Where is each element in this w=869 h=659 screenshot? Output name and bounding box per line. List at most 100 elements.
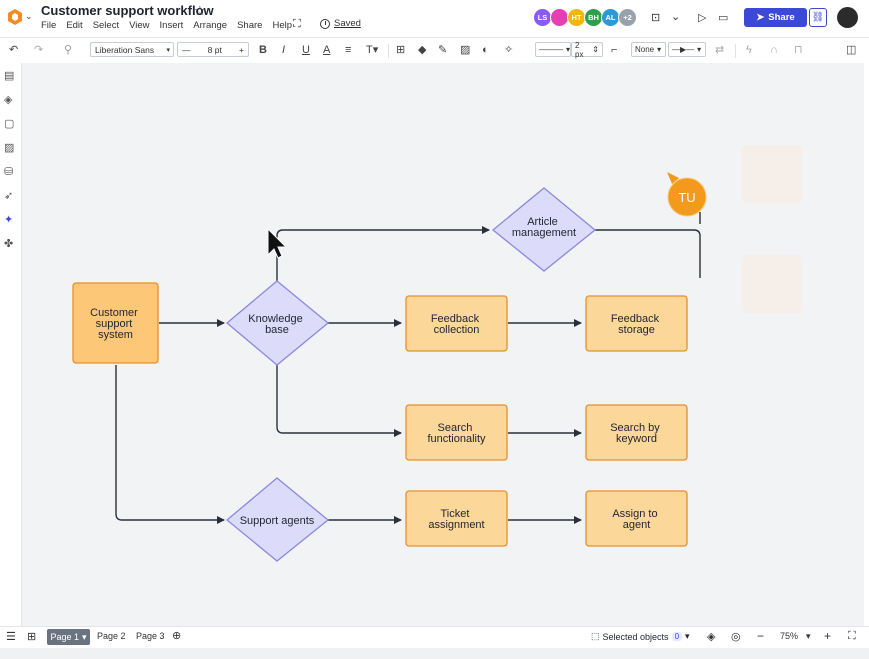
node-knowledge-base[interactable]: Knowledge base <box>225 280 330 366</box>
node-label: Article management <box>512 216 576 239</box>
present-icon[interactable]: ▷ <box>698 12 707 24</box>
format-toolbar: ↶ ↷ ⚲ Liberation Sans ▾ — 8 pt + B I U A… <box>0 37 869 64</box>
arrow-start-select[interactable]: None▾ <box>631 42 666 57</box>
node-search-by-keyword[interactable]: Search by keyword <box>585 404 688 461</box>
diagram-canvas[interactable]: Customer support system Knowledge base A… <box>22 63 864 626</box>
zoom-out-icon[interactable]: − <box>757 629 765 643</box>
menu-help[interactable]: Help <box>272 20 292 31</box>
font-size-stepper[interactable]: — 8 pt + <box>177 42 249 57</box>
node-label-line: base <box>265 324 289 336</box>
connector[interactable] <box>115 365 225 524</box>
comment-icon[interactable]: ⊡ <box>651 12 661 24</box>
line-color-icon[interactable]: ✎ <box>438 44 448 56</box>
chevron-down-icon[interactable]: ⌄ <box>25 11 33 21</box>
node-search-functionality[interactable]: Search functionality <box>405 404 508 461</box>
zoom-level[interactable]: 75% <box>780 631 799 641</box>
image-icon[interactable]: ▨ <box>460 44 471 56</box>
app-logo-icon[interactable] <box>8 9 22 25</box>
node-assign-to-agent[interactable]: Assign to agent <box>585 490 688 547</box>
scrollbar[interactable] <box>864 63 869 626</box>
node-article-management[interactable]: Article management <box>491 187 597 272</box>
underline-icon[interactable]: U <box>302 44 310 56</box>
undo-icon[interactable]: ↶ <box>9 44 19 56</box>
minus-icon[interactable]: — <box>182 44 191 55</box>
layers-icon[interactable]: ◈ <box>707 631 716 643</box>
more-collaborators-badge[interactable]: +2 <box>618 8 637 27</box>
border-icon[interactable]: ⊞ <box>396 44 406 56</box>
connector[interactable] <box>276 226 490 281</box>
shapes-icon[interactable]: ◈ <box>4 94 13 106</box>
tab-page-3[interactable]: Page 3 <box>136 631 165 641</box>
connector-style-icon[interactable]: ⌐ <box>611 44 618 56</box>
chevron-down-icon: ▾ <box>566 45 571 54</box>
redo-icon[interactable]: ↷ <box>34 44 44 56</box>
line-width-stepper[interactable]: 2 px⇕ <box>571 41 603 59</box>
effects-icon[interactable]: ✧ <box>504 44 514 56</box>
magnet-icon[interactable]: ∩ <box>770 44 778 56</box>
bold-icon[interactable]: B <box>259 44 267 56</box>
list-view-icon[interactable]: ☰ <box>6 631 16 643</box>
arrow-end-select[interactable]: —▶—▾ <box>668 42 706 57</box>
swap-icon[interactable]: ⇄ <box>715 44 725 56</box>
text-color-icon[interactable]: A <box>323 44 331 56</box>
node-label-line: Search by <box>610 422 660 434</box>
menu-share[interactable]: Share <box>237 20 263 31</box>
lock-icon[interactable]: ⊓ <box>794 44 803 56</box>
node-customer-support-system[interactable]: Customer support system <box>72 282 159 364</box>
share-button[interactable]: ➤ Share <box>744 8 807 27</box>
line-style-select[interactable]: ———▾ <box>535 42 571 57</box>
window-bottom-edge <box>0 648 869 659</box>
plugins-icon[interactable]: ✤ <box>4 238 14 250</box>
connector[interactable] <box>595 229 701 278</box>
node-label-line: collection <box>434 324 480 336</box>
node-feedback-collection[interactable]: Feedback collection <box>405 295 508 352</box>
align-icon[interactable]: ≡ <box>345 44 352 56</box>
user-avatar[interactable] <box>837 7 858 28</box>
fill-color-icon[interactable]: ◆ <box>418 44 427 56</box>
add-page-icon[interactable]: ⊕ <box>172 630 182 642</box>
format-painter-icon[interactable]: ⚲ <box>64 44 73 56</box>
node-support-agents[interactable]: Support agents <box>225 477 330 562</box>
document-title[interactable]: Customer support workflow <box>41 3 214 18</box>
node-ticket-assignment[interactable]: Ticket assignment <box>405 490 508 547</box>
image-icon[interactable]: ▨ <box>4 142 15 154</box>
menu-view[interactable]: View <box>129 20 150 31</box>
selected-objects[interactable]: ⬚ Selected objects 0 ▾ <box>591 631 690 642</box>
copy-link-button[interactable]: ⛓ <box>809 8 827 27</box>
data-icon[interactable]: ⛁ <box>4 166 14 178</box>
avatar[interactable]: AL <box>601 8 620 27</box>
menu-file[interactable]: File <box>41 20 57 31</box>
templates-icon[interactable]: ▤ <box>4 70 15 82</box>
menu-edit[interactable]: Edit <box>66 20 83 31</box>
cursor-avatar <box>667 177 707 217</box>
zoom-in-icon[interactable]: + <box>824 629 832 643</box>
video-icon[interactable]: ▭ <box>718 12 729 24</box>
node-feedback-storage[interactable]: Feedback storage <box>585 295 688 352</box>
lightning-icon[interactable]: ϟ <box>746 44 752 56</box>
ai-sparkle-icon[interactable]: ✦ <box>4 214 14 226</box>
text-options-icon[interactable]: T▾ <box>366 44 379 56</box>
rocket-icon[interactable]: ➶ <box>4 190 14 202</box>
binoculars-icon[interactable]: ⛶ <box>293 18 301 30</box>
star-icon[interactable]: ☆ <box>194 3 206 18</box>
grid-view-icon[interactable]: ⊞ <box>27 631 37 643</box>
opacity-icon[interactable]: ◐ <box>482 44 489 56</box>
menu-select[interactable]: Select <box>92 20 120 31</box>
node-label-line: support <box>96 318 133 330</box>
panel-toggle-icon[interactable]: ◫ <box>846 44 857 56</box>
navigate-icon[interactable]: ◎ <box>731 631 741 643</box>
menu-insert[interactable]: Insert <box>159 20 184 31</box>
saved-status[interactable]: Saved <box>320 18 361 29</box>
plus-icon[interactable]: + <box>239 44 244 55</box>
menu-arrange[interactable]: Arrange <box>193 20 228 31</box>
tab-page-1[interactable]: Page 1 ▾ <box>47 629 90 645</box>
frame-icon[interactable]: ▢ <box>4 118 15 130</box>
chevron-down-icon[interactable]: ⌄ <box>671 11 681 23</box>
fullscreen-icon[interactable]: ⛶ <box>848 630 856 642</box>
font-family-select[interactable]: Liberation Sans ▾ <box>90 42 174 57</box>
chevron-down-icon[interactable]: ▾ <box>806 631 811 641</box>
tab-page-2[interactable]: Page 2 <box>97 631 126 641</box>
connector[interactable] <box>276 365 402 437</box>
node-label-line: functionality <box>427 433 486 445</box>
italic-icon[interactable]: I <box>282 44 286 56</box>
